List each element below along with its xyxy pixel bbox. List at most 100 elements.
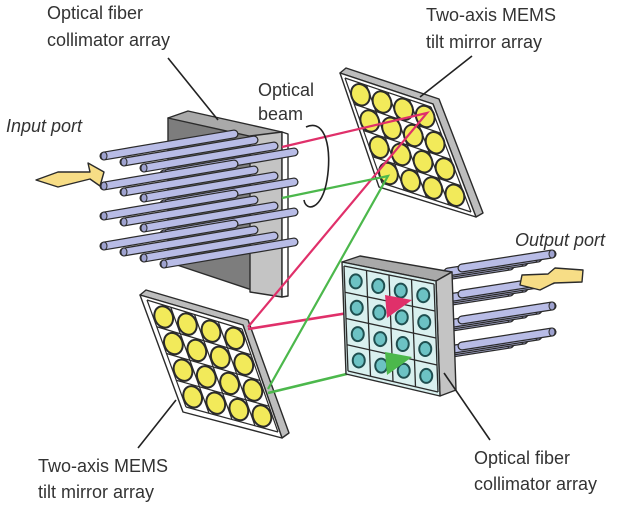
input-fiber bbox=[160, 238, 298, 268]
input-fiber bbox=[120, 136, 258, 166]
input-fiber bbox=[140, 232, 278, 262]
output-lens bbox=[393, 282, 408, 299]
label-optical-beam-line1: Optical bbox=[258, 80, 314, 100]
bottom-mirror bbox=[200, 319, 222, 343]
label-input-port: Input port bbox=[6, 116, 83, 136]
top-mirror bbox=[412, 150, 434, 174]
input-fiber-end bbox=[140, 193, 148, 203]
leader-output-collimator bbox=[443, 372, 491, 441]
output-grid-col-line bbox=[410, 279, 417, 387]
output-lens bbox=[351, 352, 366, 369]
input-fiber-end bbox=[160, 259, 168, 269]
top-mirror bbox=[444, 183, 466, 207]
beam-magenta-path bbox=[247, 111, 430, 328]
input-fiber-end bbox=[100, 181, 108, 191]
input-fiber-end bbox=[100, 241, 108, 251]
input-fiber-end bbox=[140, 223, 148, 233]
input-port-arrow-icon bbox=[35, 162, 105, 188]
output-fiber bbox=[458, 328, 556, 350]
label-output-port: Output port bbox=[515, 230, 606, 250]
label-bottom-mirror-line1: Two-axis MEMS bbox=[38, 456, 168, 476]
input-fiber-end bbox=[120, 247, 128, 257]
output-fiber-end bbox=[548, 327, 556, 337]
top-mirror bbox=[350, 83, 371, 107]
beam-green-arrowhead-icon bbox=[385, 352, 412, 375]
bottom-mirror bbox=[176, 312, 198, 336]
output-lens bbox=[396, 362, 411, 379]
output-collimator-array bbox=[341, 249, 557, 397]
output-fiber-end bbox=[548, 301, 556, 311]
output-fiber bbox=[458, 302, 556, 324]
top-mirror bbox=[400, 169, 421, 193]
input-fiber-end bbox=[120, 187, 128, 197]
output-lens bbox=[395, 336, 410, 353]
leader-top-mirror bbox=[419, 55, 473, 98]
label-output-collimator-line2: collimator array bbox=[474, 474, 597, 494]
input-fibers bbox=[99, 129, 299, 269]
input-fiber-end bbox=[120, 157, 128, 167]
output-lens bbox=[348, 273, 363, 290]
output-lens bbox=[416, 287, 431, 304]
label-output-collimator-line1: Optical fiber bbox=[474, 448, 570, 468]
input-fiber bbox=[140, 172, 278, 202]
input-fiber bbox=[100, 190, 238, 220]
output-grid-col-line bbox=[343, 265, 349, 372]
optical-beam-ellipse bbox=[303, 124, 330, 208]
bottom-mirror-cells bbox=[146, 299, 279, 433]
bottom-mirror bbox=[209, 345, 231, 369]
output-lens bbox=[372, 304, 387, 321]
label-input-collimator-line1: Optical fiber bbox=[47, 3, 143, 23]
output-lens bbox=[419, 367, 434, 384]
label-top-mirror-line2: tilt mirror array bbox=[426, 32, 542, 52]
bottom-mirror bbox=[186, 338, 208, 363]
bottom-mirror bbox=[251, 404, 273, 428]
bottom-mirror bbox=[172, 358, 194, 382]
input-fiber bbox=[100, 160, 238, 190]
bottom-grid-col-line bbox=[146, 299, 187, 408]
input-fiber bbox=[120, 226, 258, 256]
output-grid-col-line bbox=[433, 283, 439, 393]
output-port-arrow-icon bbox=[519, 267, 584, 291]
output-lens bbox=[417, 314, 432, 331]
bottom-mirror bbox=[195, 365, 217, 389]
beam-magenta-arrowhead-icon bbox=[385, 295, 412, 318]
output-lens bbox=[418, 341, 433, 358]
bottom-mirror bbox=[233, 352, 255, 376]
input-collimator-array bbox=[99, 110, 299, 298]
leader-bottom-mirror bbox=[137, 399, 177, 449]
label-input-collimator-line2: collimator array bbox=[47, 30, 170, 50]
bottom-mirror bbox=[162, 331, 184, 356]
output-lens bbox=[373, 331, 388, 348]
output-lens bbox=[371, 278, 386, 295]
label-top-mirror-line1: Two-axis MEMS bbox=[426, 5, 556, 25]
bottom-mirror bbox=[242, 378, 264, 402]
input-fiber bbox=[100, 130, 238, 160]
input-fiber bbox=[100, 220, 238, 250]
input-fiber-end bbox=[140, 163, 148, 173]
top-mirror bbox=[424, 131, 446, 155]
output-lens-cells bbox=[343, 265, 439, 393]
input-fiber bbox=[120, 166, 258, 196]
bottom-mirror bbox=[228, 397, 250, 422]
output-fiber-end bbox=[548, 249, 556, 259]
label-optical-beam-line2: beam bbox=[258, 104, 303, 124]
bottom-mirror bbox=[219, 371, 240, 396]
bottom-mirror bbox=[153, 305, 175, 329]
input-fiber bbox=[140, 202, 278, 232]
bottom-mirror bbox=[224, 326, 246, 350]
bottom-mems-mirror-array bbox=[139, 289, 290, 439]
input-fiber bbox=[120, 196, 258, 226]
input-fiber-end bbox=[120, 217, 128, 227]
output-lens bbox=[394, 309, 409, 326]
bottom-mirror bbox=[205, 391, 227, 415]
output-lens bbox=[350, 326, 365, 343]
input-fiber-end bbox=[100, 151, 108, 161]
input-fiber-end bbox=[100, 211, 108, 221]
input-fiber bbox=[140, 142, 278, 172]
leader-input-collimator bbox=[167, 57, 219, 121]
top-mirror bbox=[422, 176, 444, 200]
top-mirror bbox=[434, 157, 456, 181]
top-mems-mirror-array bbox=[339, 67, 484, 218]
top-mirror bbox=[393, 97, 414, 121]
output-lens bbox=[374, 357, 389, 374]
